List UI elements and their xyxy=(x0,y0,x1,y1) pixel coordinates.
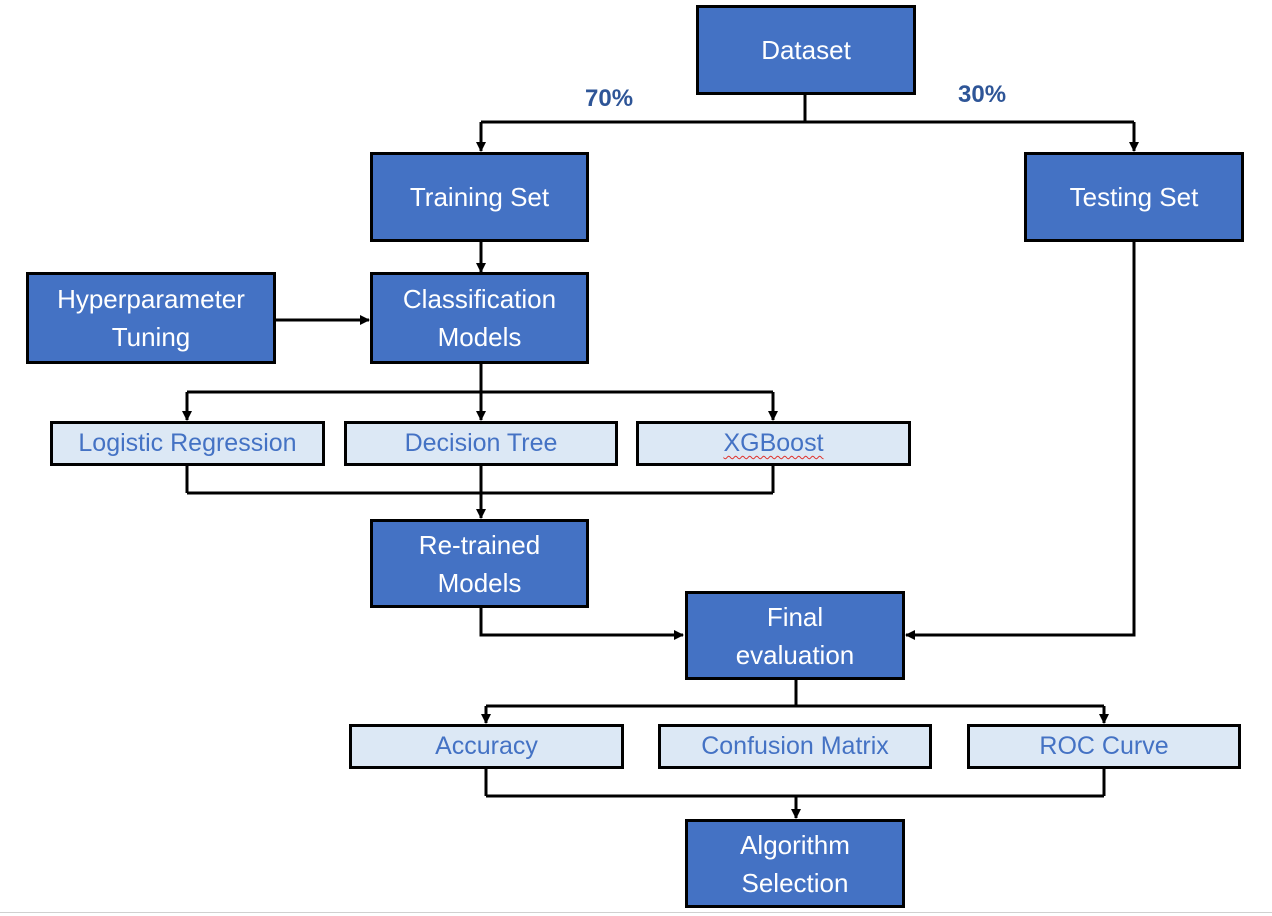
final-evaluation-label: Final evaluation xyxy=(735,601,855,670)
training-set-label: Training Set xyxy=(409,182,550,212)
hyperparameter-tuning-box: Hyperparameter Tuning xyxy=(26,272,276,364)
xgboost-box: XGBoost xyxy=(636,421,911,466)
roc-curve-box: ROC Curve xyxy=(967,724,1241,769)
training-set-box: Training Set xyxy=(370,152,589,242)
logistic-regression-box: Logistic Regression xyxy=(50,421,325,466)
train-split-label: 70% xyxy=(585,85,634,112)
confusion-matrix-label: Confusion Matrix xyxy=(701,732,889,760)
retrained-models-label: Re-trained Models xyxy=(418,529,541,598)
accuracy-label: Accuracy xyxy=(435,732,538,760)
arrow-testing-to-final xyxy=(905,242,1136,640)
decision-tree-label: Decision Tree xyxy=(404,429,558,457)
retrained-models-box: Re-trained Models xyxy=(370,519,589,608)
arrow-retrained-to-final xyxy=(479,608,684,640)
xgboost-label: XGBoost xyxy=(723,429,824,457)
confusion-matrix-box: Confusion Matrix xyxy=(658,724,932,769)
roc-curve-label: ROC Curve xyxy=(1039,732,1169,760)
decision-tree-box: Decision Tree xyxy=(344,421,618,466)
final-evaluation-box: Final evaluation xyxy=(685,591,905,680)
classification-models-box: Classification Models xyxy=(370,272,589,364)
testing-set-label: Testing Set xyxy=(1069,182,1199,212)
logistic-regression-label: Logistic Regression xyxy=(78,429,297,457)
test-split-label: 30% xyxy=(958,81,1007,108)
accuracy-box: Accuracy xyxy=(349,724,624,769)
dataset-box: Dataset xyxy=(696,5,916,95)
bottom-divider xyxy=(0,912,1272,913)
algorithm-selection-label: Algorithm Selection xyxy=(740,829,850,898)
dataset-label: Dataset xyxy=(761,35,851,65)
algorithm-selection-box: Algorithm Selection xyxy=(685,819,905,908)
testing-set-box: Testing Set xyxy=(1024,152,1244,242)
hyperparameter-tuning-label: Hyperparameter Tuning xyxy=(57,284,245,352)
classification-models-label: Classification Models xyxy=(402,284,557,352)
